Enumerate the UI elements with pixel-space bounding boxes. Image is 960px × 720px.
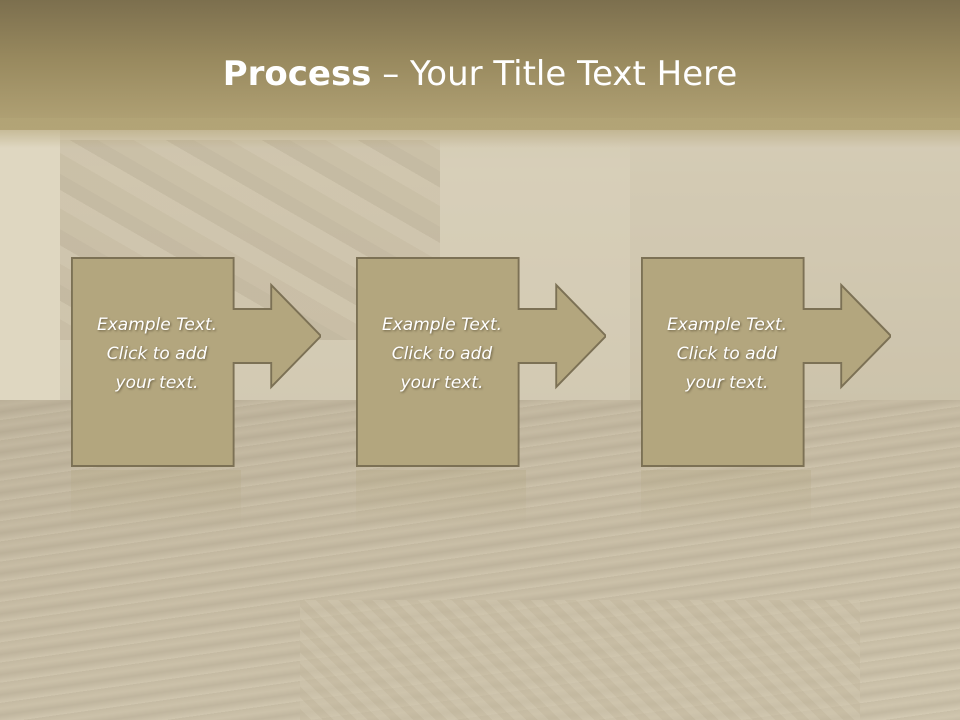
step-text: Example Text. Click to add your text.	[96, 315, 218, 393]
title-strong: Process	[222, 54, 372, 94]
title-bar-fade	[0, 118, 960, 148]
title-bar	[0, 0, 960, 130]
background-photo-stools	[300, 600, 860, 720]
step-reflection	[641, 470, 811, 530]
process-step-3[interactable]: Example Text. Click to add your text.	[641, 257, 891, 467]
process-arrow-shape	[641, 257, 891, 467]
background-photo-left-wall	[0, 130, 60, 430]
process-step-1[interactable]: Example Text. Click to add your text.	[71, 257, 321, 467]
slide-title[interactable]: Process – Your Title Text Here	[0, 50, 960, 98]
step-reflection	[356, 470, 526, 530]
process-arrow-shape	[356, 257, 606, 467]
process-step-2[interactable]: Example Text. Click to add your text.	[356, 257, 606, 467]
title-rest: – Your Title Text Here	[371, 54, 738, 94]
process-arrow-shape	[71, 257, 321, 467]
step-text: Example Text. Click to add your text.	[381, 315, 503, 393]
step-reflection	[71, 470, 241, 530]
step-text: Example Text. Click to add your text.	[666, 315, 788, 393]
